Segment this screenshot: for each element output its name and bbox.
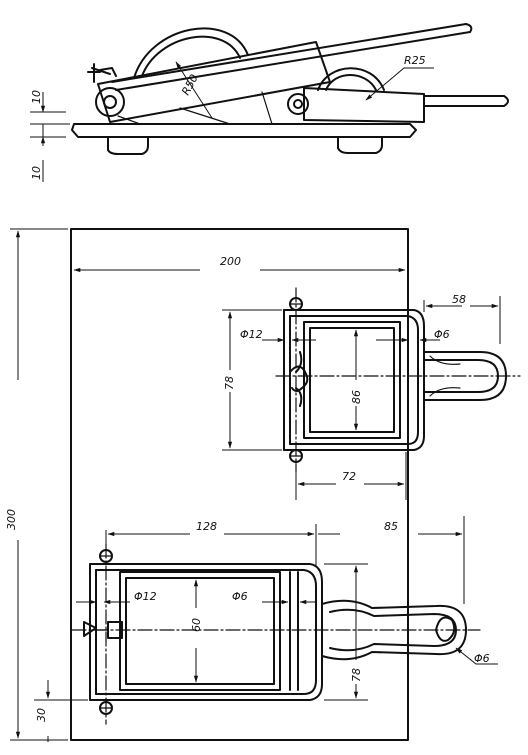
lower-handle-dia-label: Φ6 [474, 652, 490, 665]
upper-inner-label: 86 [350, 390, 363, 404]
board-outline [70, 228, 409, 741]
overall-width-label: 200 [220, 255, 241, 268]
upper-clamp [283, 297, 507, 463]
large-arc [133, 27, 249, 79]
plan-view: 300 200 Φ12 [5, 228, 521, 742]
lower-frame-inner [125, 577, 275, 685]
handle-rod [111, 23, 467, 83]
right-block [303, 87, 425, 123]
upper-handle-len-label: 58 [452, 293, 466, 306]
lower-frame-outer [119, 571, 281, 691]
upper-width-label: 72 [342, 470, 356, 483]
small-arc [317, 67, 385, 91]
base-plate [71, 123, 417, 138]
lower-wing-nut [83, 621, 97, 637]
overall-height-label: 300 [5, 509, 18, 530]
lower-rod-dia-label: Φ6 [232, 590, 248, 603]
left-foot [107, 136, 149, 155]
right-handle [423, 95, 505, 107]
lower-width-label: 128 [196, 520, 217, 533]
lower-span-label: 78 [350, 668, 363, 682]
height-top-label: 10 [30, 90, 43, 104]
upper-frame-outer [303, 321, 401, 439]
lower-clamp [83, 549, 467, 715]
upper-span-label: 78 [223, 376, 236, 390]
right-foot [337, 136, 383, 154]
left-pivot [95, 87, 125, 117]
upper-handle-dia-label: Φ6 [434, 328, 450, 341]
pedal-body [97, 41, 331, 123]
upper-hole-dia-label: Φ12 [240, 328, 263, 341]
lower-handle-loop [321, 599, 467, 661]
bottom-offset-label: 30 [35, 708, 48, 722]
height-bottom-label: 10 [30, 166, 43, 180]
lower-hole-dia-label: Φ12 [134, 590, 157, 603]
clamp-screw [87, 63, 117, 83]
lower-handle-len-label: 85 [384, 520, 398, 533]
r25-label: R25 [404, 54, 426, 67]
side-view: R50 R25 10 10 [30, 23, 509, 182]
upper-frame-inner [309, 327, 395, 433]
lower-inner-label: 60 [190, 618, 203, 632]
right-pivot [287, 93, 309, 115]
